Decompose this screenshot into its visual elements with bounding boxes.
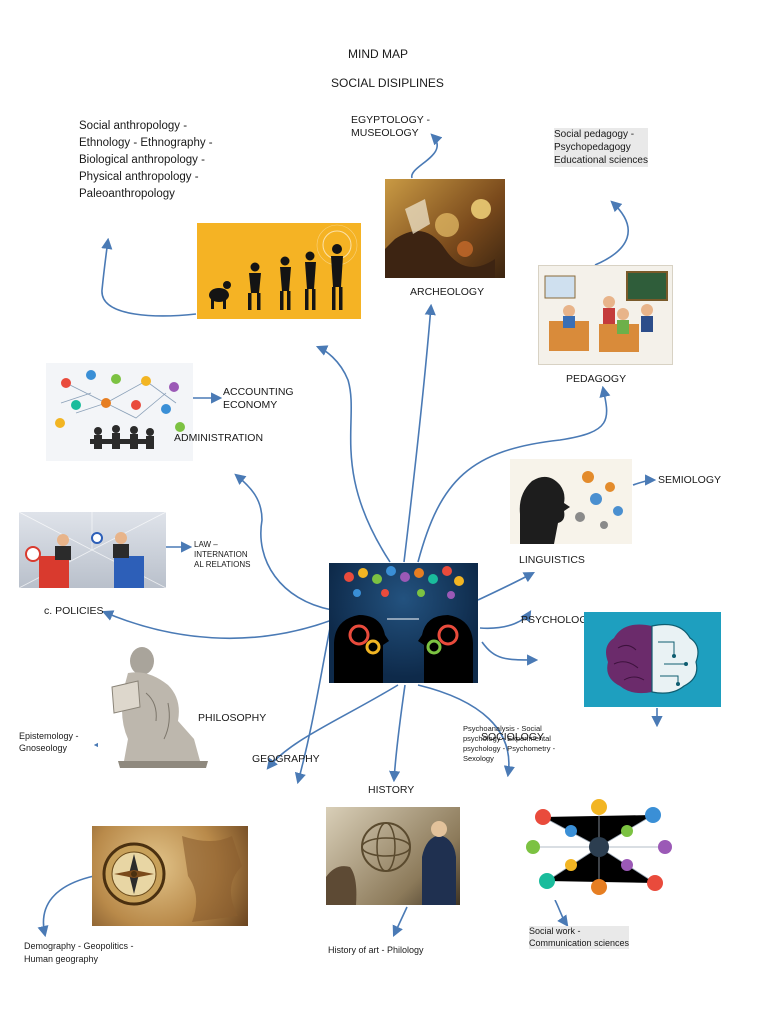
speaking-silhouette-icon: [519, 471, 623, 544]
geography-label: GEOGRAPHY: [252, 753, 320, 765]
sociology-image: [523, 797, 676, 900]
arrow-history-to-branches: [392, 906, 408, 938]
history-collage-icon: [326, 821, 456, 905]
arrow-geography-to-branches: [37, 875, 95, 938]
archeology-image: [385, 179, 505, 278]
sociology-branches-text: Social work - Communication sciences: [529, 926, 630, 949]
arrow-center-to-history: [389, 684, 406, 783]
egyptology-text: EGYPTOLOGY - MUSEOLOGY: [351, 114, 430, 139]
arrow-linguistics-to-semiology: [632, 474, 657, 486]
human-evolution-icon: [209, 224, 358, 310]
arrow-sociology-to-branches: [554, 899, 569, 927]
philosophy-image: [98, 643, 216, 768]
arrow-center-to-psychology: [479, 610, 532, 630]
arrow-center-to-geography: [294, 627, 331, 785]
archeology-painting-icon: [385, 199, 495, 278]
center-image: [329, 563, 478, 683]
arrow-center-to-pedagogy: [417, 385, 611, 563]
psychology-branches-text: Psychoanalysis - Social psychology - Exp…: [463, 724, 556, 763]
history-branches-text: History of art - Philology: [328, 945, 424, 955]
philosophy-label: PHILOSOPHY: [198, 712, 267, 724]
pedagogy-branches-text: Social pedagogy - Psychopedagogy Educati…: [554, 128, 648, 167]
brain-halves-icon: [606, 623, 699, 694]
page-subtitle: SOCIAL DISIPLINES: [331, 76, 444, 90]
network-meeting-icon: [55, 370, 185, 449]
history-image: [326, 807, 460, 905]
arrow-pedagogy-to-branches: [594, 200, 629, 266]
pedagogy-image: [538, 265, 673, 365]
arrow-center-to-administration: [234, 473, 333, 611]
arrow-center-to-evolution: [315, 345, 391, 563]
pedagogy-label: PEDAGOGY: [566, 373, 627, 385]
arrow-center-to-geography-2: [266, 684, 399, 770]
linguistics-label: LINGUISTICS: [519, 554, 585, 566]
epistemology-text: Epistemology - Gnoseology: [19, 731, 79, 753]
geography-image: [92, 826, 248, 926]
linguistics-image: [510, 459, 632, 544]
arrow-evolution-to-anthropology: [101, 237, 197, 317]
semiology-label: SEMIOLOGY: [658, 474, 722, 486]
evolution-image: [197, 223, 361, 319]
arrow-center-to-policies: [101, 610, 333, 640]
page-title: MIND MAP: [348, 47, 408, 61]
psychology-image: [584, 612, 721, 707]
arrow-center-to-archeology: [403, 303, 436, 563]
policies-image: [19, 512, 166, 588]
arrow-center-down-right: [481, 641, 539, 666]
history-label: HISTORY: [368, 784, 415, 796]
arrow-center-to-sociology: [417, 684, 515, 778]
administration-image: [46, 363, 193, 461]
thinker-statue-icon: [111, 647, 208, 768]
archeology-label: ARCHEOLOGY: [410, 286, 485, 298]
psychology-label: PSYCHOLOGY: [521, 614, 595, 626]
arrow-center-to-linguistics: [477, 571, 535, 601]
geography-branches-text: Demography - Geopolitics - Human geograp…: [24, 941, 134, 964]
administration-label: ADMINISTRATION: [174, 432, 264, 444]
policies-label: c. POLICIES: [44, 605, 104, 617]
compass-map-icon: [102, 836, 242, 922]
social-network-people-icon: [526, 799, 672, 895]
two-heads-gears-icon: [334, 566, 473, 683]
sociology-label: SOCIOLOGY: [481, 731, 545, 743]
arrow-archeology-to-egyptology: [411, 133, 443, 179]
anthropology-branches-text: Social anthropology - Ethnology - Ethnog…: [79, 120, 213, 200]
classroom-icon: [544, 271, 668, 352]
politicians-debate-icon: [19, 512, 166, 588]
law-label: LAW – INTERNATION AL RELATIONS: [194, 540, 251, 569]
accounting-label: ACCOUNTING ECONOMY: [223, 386, 294, 411]
